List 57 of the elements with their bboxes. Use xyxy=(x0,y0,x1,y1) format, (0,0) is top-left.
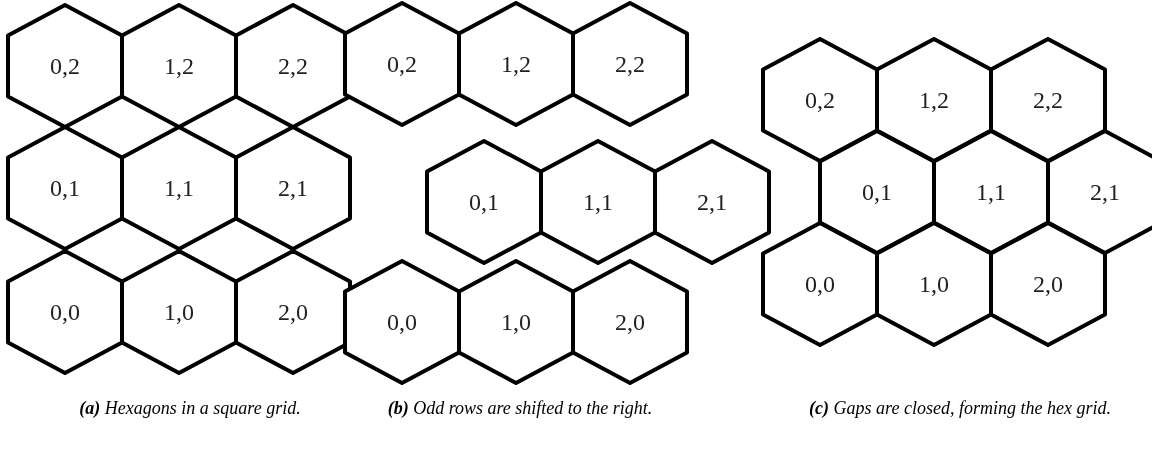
hexagon-cell xyxy=(1048,131,1152,253)
coordinate-label: 2,0 xyxy=(277,298,309,326)
coordinate-label: 2,0 xyxy=(1032,270,1064,298)
coordinate-label: 2,2 xyxy=(277,52,309,80)
hexagon-cell xyxy=(8,5,122,127)
coordinate-label: 1,0 xyxy=(918,270,950,298)
hexagon-cell xyxy=(991,39,1105,161)
hexagon-cell xyxy=(763,39,877,161)
coordinate-label: 0,0 xyxy=(386,308,418,336)
hexagon-cell xyxy=(8,127,122,249)
caption: (a) Hexagons in a square grid. xyxy=(79,398,301,419)
coordinate-label: 1,2 xyxy=(918,86,950,114)
hexagon-cell xyxy=(345,261,459,383)
hexagon-cell xyxy=(763,223,877,345)
hexagon-cell xyxy=(459,261,573,383)
coordinate-label: 0,0 xyxy=(49,298,81,326)
hexagon-cell xyxy=(345,3,459,125)
coordinate-label: 0,2 xyxy=(386,50,418,78)
hexagon-cell xyxy=(934,131,1048,253)
coordinate-label: 1,1 xyxy=(163,174,195,202)
hexagon-cell xyxy=(459,3,573,125)
hexagon-cell xyxy=(122,127,236,249)
hexagon-cell xyxy=(236,251,350,373)
hexagon-cell xyxy=(573,261,687,383)
coordinate-label: 2,1 xyxy=(277,174,309,202)
coordinate-label: 0,1 xyxy=(49,174,81,202)
coordinate-label: 0,2 xyxy=(804,86,836,114)
caption: (b) Odd rows are shifted to the right. xyxy=(387,398,653,419)
coordinate-label: 1,0 xyxy=(163,298,195,326)
coordinate-label: 1,0 xyxy=(500,308,532,336)
hexagon-cell xyxy=(877,223,991,345)
coordinate-label: 1,2 xyxy=(500,50,532,78)
hexagon-cell xyxy=(8,251,122,373)
coordinate-label: 1,1 xyxy=(582,188,614,216)
coordinate-label: 2,2 xyxy=(614,50,646,78)
hexagon-cell xyxy=(122,251,236,373)
hexagon-cell xyxy=(236,127,350,249)
coordinate-label: 2,2 xyxy=(1032,86,1064,114)
hexagon-cell xyxy=(877,39,991,161)
hexagon-cell xyxy=(655,141,769,263)
coordinate-label: 0,1 xyxy=(861,178,893,206)
coordinate-label: 1,2 xyxy=(163,52,195,80)
coordinate-label: 2,0 xyxy=(614,308,646,336)
coordinate-label: 0,0 xyxy=(804,270,836,298)
coordinate-label: 2,1 xyxy=(696,188,728,216)
coordinate-label: 0,1 xyxy=(468,188,500,216)
coordinate-label: 0,2 xyxy=(49,52,81,80)
hexagon-cell xyxy=(541,141,655,263)
hexagon-cell xyxy=(573,3,687,125)
hexagon-cell xyxy=(820,131,934,253)
coordinate-label: 1,1 xyxy=(975,178,1007,206)
hexagon-cell xyxy=(122,5,236,127)
hexagon-cell xyxy=(427,141,541,263)
coordinate-label: 2,1 xyxy=(1089,178,1121,206)
caption: (c) Gaps are closed, forming the hex grid. xyxy=(809,398,1111,419)
hexagon-cell xyxy=(991,223,1105,345)
hexagon-cell xyxy=(236,5,350,127)
